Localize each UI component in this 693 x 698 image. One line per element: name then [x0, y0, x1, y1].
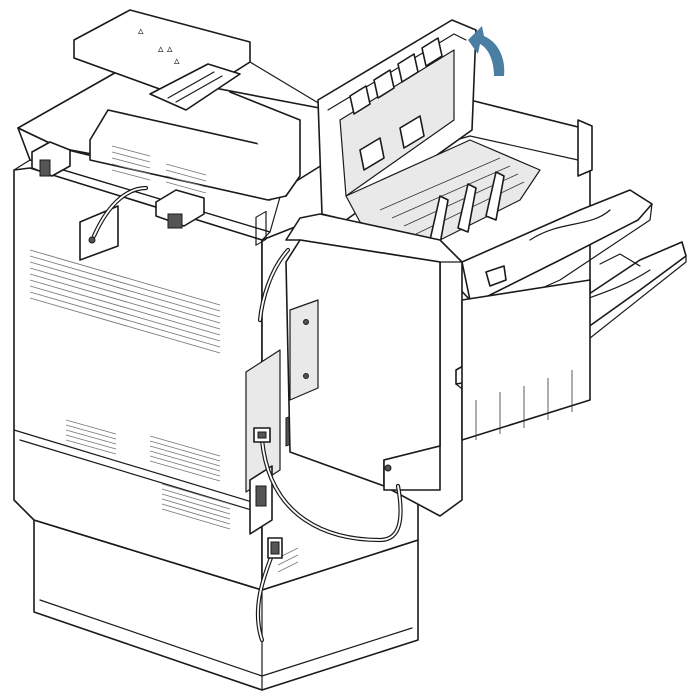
rear-connector-panel [245, 349, 281, 493]
cable-connector-upper [253, 427, 271, 443]
cover-rollers [349, 37, 443, 171]
open-direction-arrow [468, 26, 505, 76]
adf-paper-guide [149, 63, 241, 111]
scanner-vent-a [111, 145, 151, 181]
cable-clip [79, 205, 119, 261]
lower-vent-left [65, 419, 117, 455]
mount-bracket-right [155, 189, 205, 229]
adf-marker-2: ▵ ▵ [158, 42, 173, 55]
adf-marker-1: ▵ [138, 24, 144, 37]
cabinet-vent [161, 483, 231, 530]
scanner-vent-b [165, 163, 207, 194]
paper-path-guides [429, 171, 505, 245]
cable-connector-lower [267, 537, 283, 559]
finisher-port-cover [383, 445, 441, 491]
finisher-cable [91, 185, 403, 643]
lower-vent-right [149, 435, 221, 482]
adf-marker-3: ▵ [174, 54, 180, 67]
finisher-docking-plate [289, 299, 319, 401]
side-vent-grille [29, 249, 221, 354]
finisher-stacker-body [461, 279, 591, 441]
finisher-unit [285, 19, 687, 517]
mount-bracket-left [31, 141, 71, 177]
